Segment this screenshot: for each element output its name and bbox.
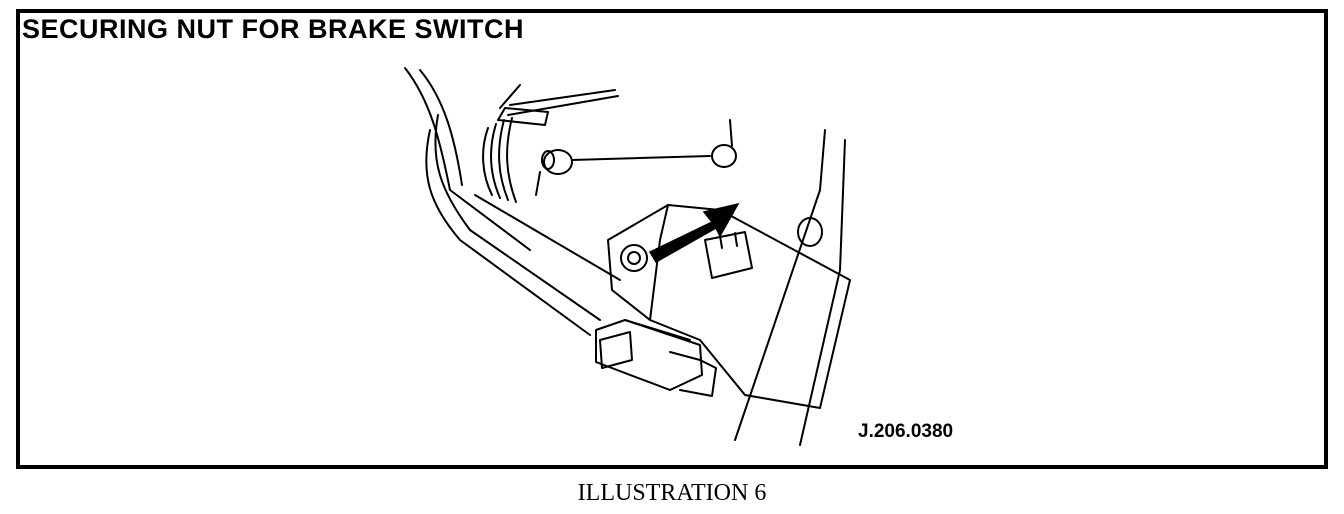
pedal-arm-inner bbox=[419, 69, 463, 186]
arrow-icon bbox=[648, 202, 740, 264]
pedal-arm bbox=[404, 67, 531, 251]
connector-plug bbox=[595, 319, 717, 397]
spring-clip bbox=[497, 107, 549, 126]
pivot-pin bbox=[535, 149, 573, 196]
spring-coil bbox=[482, 117, 517, 203]
panel-line-right bbox=[799, 139, 846, 446]
pivot-pin-right bbox=[711, 119, 737, 168]
switch-slot bbox=[704, 231, 753, 279]
panel-stud bbox=[797, 217, 823, 247]
figure-caption: ILLUSTRATION 6 bbox=[577, 480, 767, 506]
reference-code: J.206.0380 bbox=[858, 421, 954, 442]
securing-nut bbox=[620, 244, 648, 272]
tie-rod bbox=[571, 155, 711, 161]
rod-lower bbox=[425, 129, 591, 336]
diagram-frame bbox=[16, 9, 1328, 469]
rod-center bbox=[474, 194, 621, 281]
figure-title: SECURING NUT FOR BRAKE SWITCH bbox=[22, 14, 524, 44]
panel-line-left bbox=[734, 129, 826, 441]
rod-upper bbox=[434, 114, 601, 321]
mounting-plate bbox=[607, 204, 851, 409]
